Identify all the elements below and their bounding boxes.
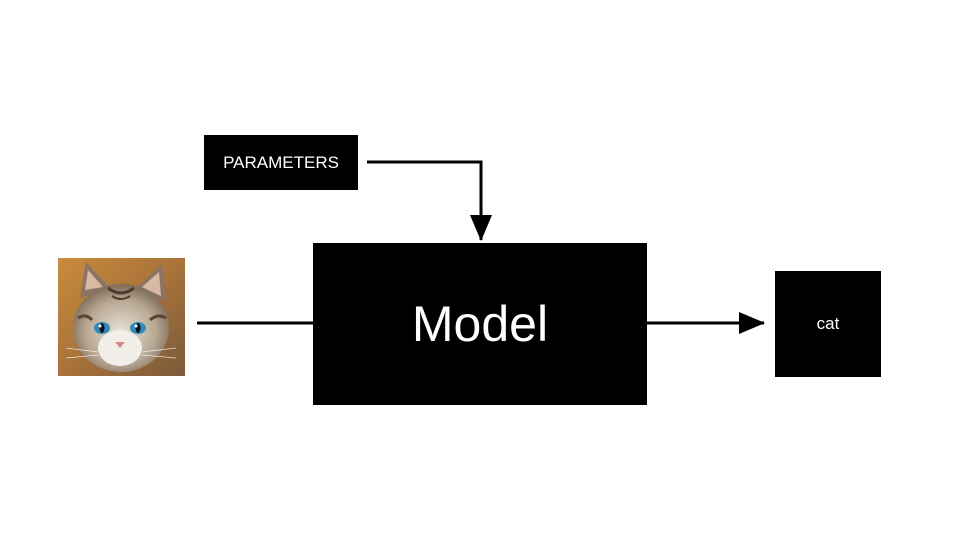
parameters-label: PARAMETERS bbox=[223, 152, 339, 172]
output-box: cat bbox=[775, 271, 881, 377]
cat-photo-icon bbox=[58, 258, 185, 376]
parameters-to-model-arrow bbox=[367, 160, 492, 241]
output-label: cat bbox=[816, 314, 840, 333]
model-label: Model bbox=[411, 296, 549, 352]
parameters-box: PARAMETERS bbox=[204, 135, 358, 190]
model-box: Model bbox=[313, 243, 647, 405]
